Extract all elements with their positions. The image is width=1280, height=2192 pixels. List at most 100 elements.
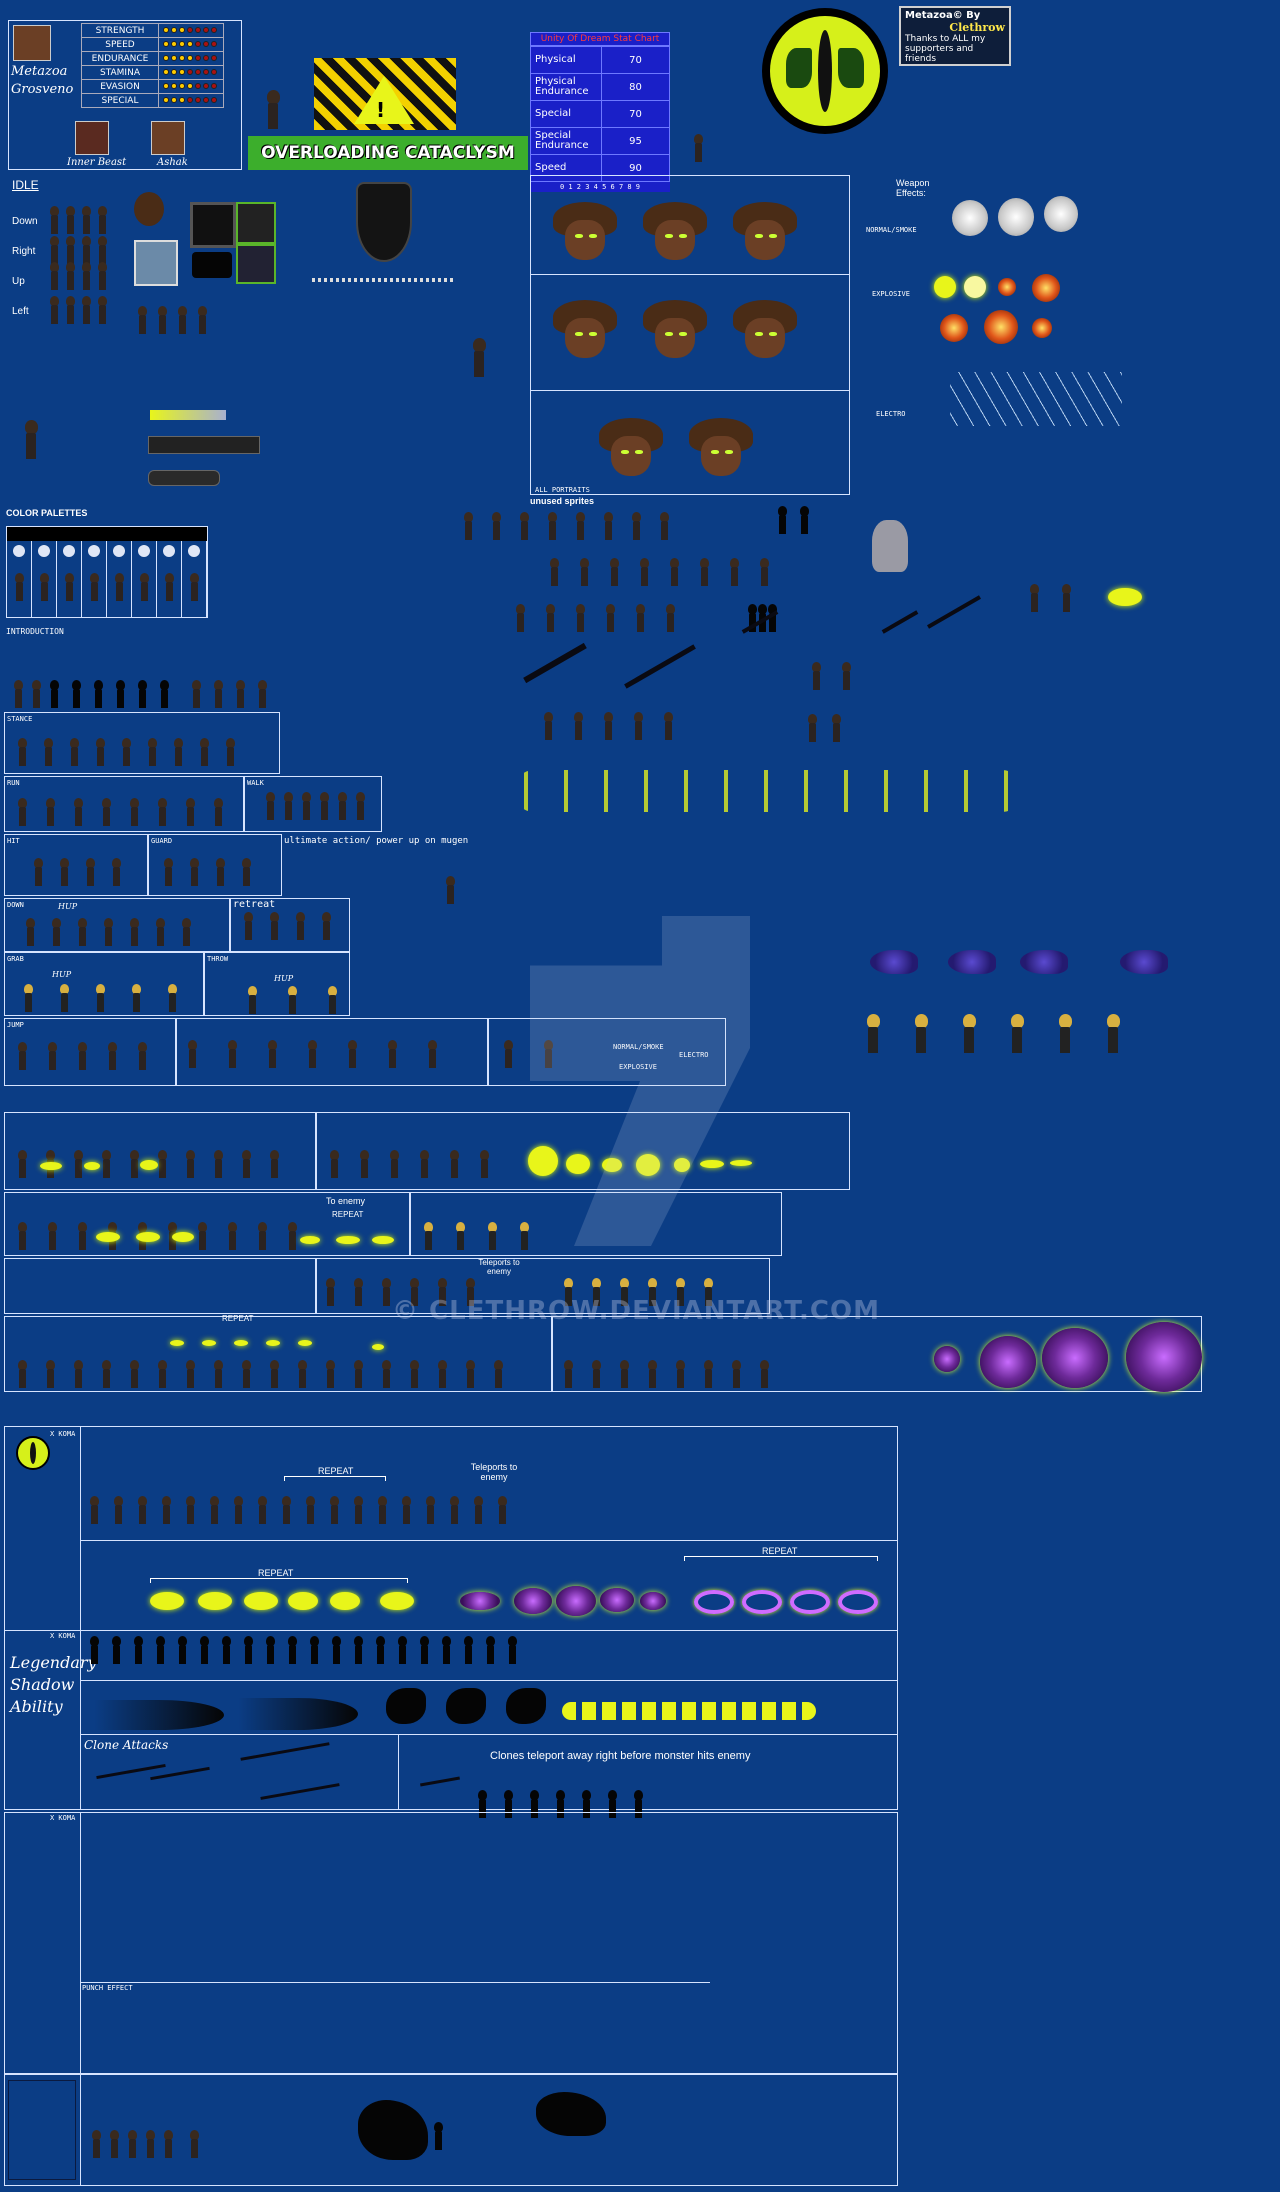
portrait-ashak xyxy=(151,121,185,155)
unused-frame xyxy=(602,604,618,632)
energy-wave-effect xyxy=(172,1232,194,1242)
energy-wave-effect xyxy=(136,1232,160,1242)
explosion-effect-3 xyxy=(940,314,968,342)
energy-wave-effect xyxy=(96,1232,120,1242)
attack1-frame xyxy=(154,1150,170,1178)
unused-frame xyxy=(632,604,648,632)
stat-dot xyxy=(187,82,193,89)
attack8-frame xyxy=(700,1360,716,1388)
idle-right-frame xyxy=(94,236,110,264)
retreat-frame xyxy=(318,912,334,940)
shadow-clone-frame xyxy=(328,1636,344,1664)
repeat-bracket-3 xyxy=(284,1476,386,1481)
ultimate-note: ultimate action/ power up on mugen xyxy=(284,836,469,846)
stat-chart-title: Unity Of Dream Stat Chart xyxy=(530,32,670,46)
attack6-frame xyxy=(616,1278,632,1306)
attack2-frame xyxy=(386,1150,402,1178)
shadow-clone-frame xyxy=(482,1636,498,1664)
shadow-ability-frame xyxy=(470,1496,486,1524)
unused-frame xyxy=(546,558,562,586)
hup-text-3: HUP xyxy=(274,974,294,983)
rival-character-frame xyxy=(862,1014,884,1054)
energy-bolt-effect xyxy=(170,1340,184,1346)
energy-blast-effect xyxy=(40,1162,62,1170)
stat-dot xyxy=(171,82,177,89)
stat-dot xyxy=(171,40,177,47)
stance-frame xyxy=(92,738,108,766)
stat-label: STAMINA xyxy=(81,65,159,80)
down-frame xyxy=(178,918,194,946)
unused-frame xyxy=(838,662,854,690)
character-portrait xyxy=(733,202,797,260)
palette-icon xyxy=(88,545,100,557)
palette-swatch xyxy=(182,541,207,617)
grab-frame xyxy=(56,984,72,1012)
repeat-bracket-4 xyxy=(684,1556,878,1561)
panel-grab: GRAB xyxy=(4,952,204,1016)
retreat-frame xyxy=(266,912,282,940)
bottom-frame xyxy=(142,2130,158,2158)
profile-avatar xyxy=(13,25,51,61)
koma-label-1: X KOMA xyxy=(50,1430,76,1438)
unused-frame xyxy=(516,512,532,540)
intro-frame xyxy=(254,680,270,708)
clone-teleport-frame xyxy=(500,1790,516,1818)
shadow-clone-frame xyxy=(130,1636,146,1664)
palette-sprite xyxy=(136,573,152,601)
unused-frame xyxy=(606,558,622,586)
bottom-frame xyxy=(88,2130,104,2158)
attack3-frame xyxy=(164,1222,180,1250)
unused-frame xyxy=(512,604,528,632)
bottom-shadow-frame xyxy=(430,2122,446,2150)
down-frame xyxy=(48,918,64,946)
palette-swatch xyxy=(57,541,82,617)
attack7-frame xyxy=(126,1360,142,1388)
attack8-frame xyxy=(644,1360,660,1388)
intro-frame xyxy=(232,680,248,708)
energy-blast-effect xyxy=(636,1154,660,1176)
clone-teleport-frame xyxy=(630,1790,646,1818)
chart-side-sprite xyxy=(690,134,706,162)
grab-frame xyxy=(20,984,36,1012)
stance-frame xyxy=(66,738,82,766)
stat-row: EVASION xyxy=(81,79,224,94)
hit-frame xyxy=(30,858,46,886)
palette-sprite xyxy=(186,573,202,601)
stat-chart-value: 95 xyxy=(601,127,670,155)
shadow-ability-frame xyxy=(230,1496,246,1524)
teleports-label-1: Teleports to enemy xyxy=(478,1258,520,1276)
attack4-frame xyxy=(484,1222,500,1250)
energy-ring-effect xyxy=(694,1590,734,1614)
bottom-character-frame xyxy=(186,2130,202,2158)
purple-orb-effect xyxy=(514,1588,552,1614)
panel-down: DOWN xyxy=(4,898,230,952)
energy-orb-effect xyxy=(380,1592,414,1610)
grab-frame xyxy=(128,984,144,1012)
attack5-frame xyxy=(378,1278,394,1306)
unused-shadow-frame xyxy=(774,506,790,534)
idle-direction-label: Left xyxy=(12,306,29,317)
electro-effect xyxy=(950,372,1122,426)
stat-label: STRENGTH xyxy=(81,23,159,38)
jump-frame xyxy=(74,1042,90,1070)
stat-dot xyxy=(203,26,209,33)
panel-throw: THROW xyxy=(204,952,350,1016)
attack8-frame xyxy=(616,1360,632,1388)
palette-swatch xyxy=(82,541,107,617)
shadow-ability-frame xyxy=(86,1496,102,1524)
unused-frame xyxy=(726,558,742,586)
stat-label: SPEED xyxy=(81,37,159,52)
rival-character-frame xyxy=(1102,1014,1124,1054)
stat-chart-value: 70 xyxy=(601,46,670,74)
caption-ashak: Ashak xyxy=(157,157,188,168)
weapon-normal-label: NORMAL/SMOKE xyxy=(866,226,917,234)
down-frame xyxy=(22,918,38,946)
shadow-clone-frame xyxy=(196,1636,212,1664)
attack3-frame xyxy=(254,1222,270,1250)
energy-wave-effect xyxy=(300,1236,320,1244)
intro-frame xyxy=(10,680,26,708)
stat-dot xyxy=(179,68,185,75)
stat-dot xyxy=(195,68,201,75)
jump-attack-frame xyxy=(424,1040,440,1068)
stat-dot xyxy=(195,82,201,89)
